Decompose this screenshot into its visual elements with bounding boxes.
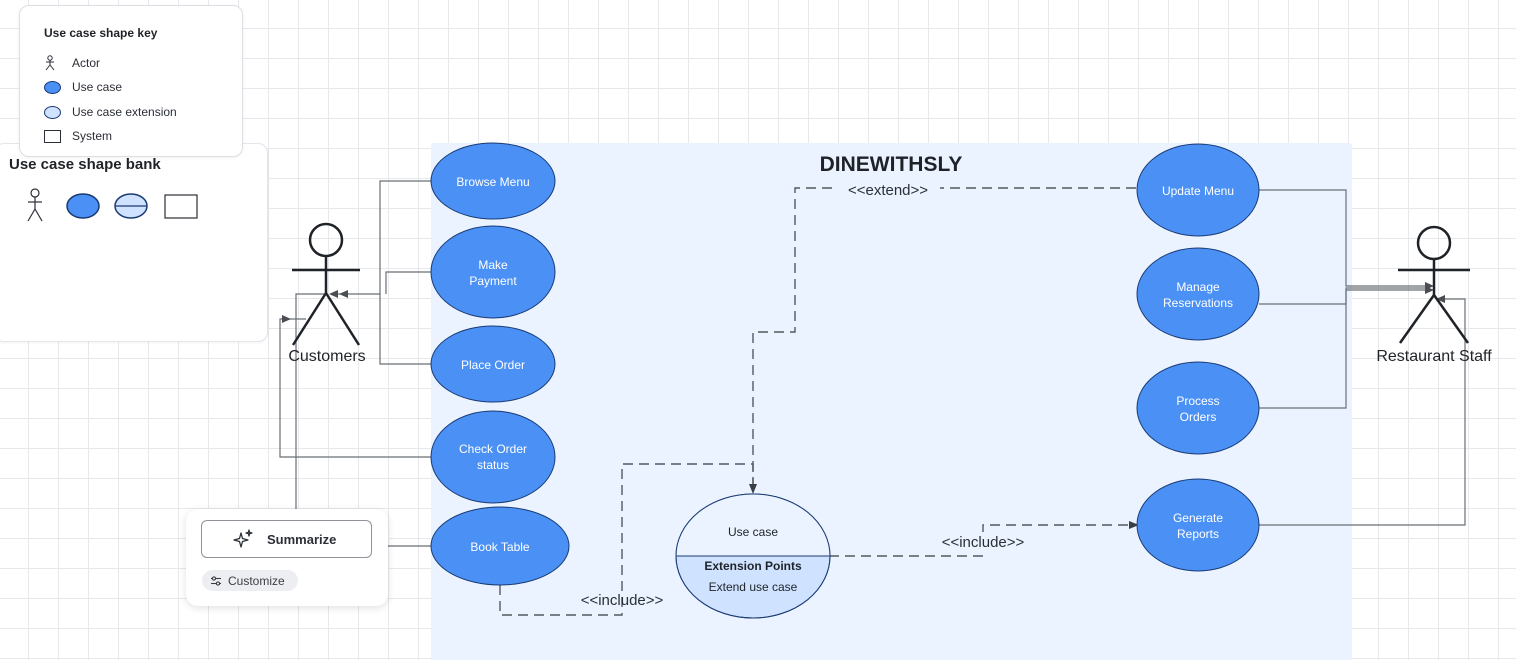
summarize-button[interactable]: Summarize — [201, 520, 372, 558]
use-case-extension-icon[interactable] — [113, 192, 149, 220]
use-case-place-order[interactable]: Place Order — [430, 325, 556, 403]
assoc-process-orders[interactable] — [1259, 289, 1428, 409]
actor-icon — [44, 55, 64, 71]
extension-point-item: Extend use case — [709, 580, 798, 594]
use-case-book-table[interactable]: Book Table — [430, 506, 570, 586]
actor-customers[interactable] — [291, 222, 361, 346]
sliders-icon — [211, 575, 221, 586]
actor-customers-label: Customers — [288, 348, 365, 365]
extend-label: <<extend>> — [848, 182, 928, 199]
assoc-make-payment[interactable] — [385, 271, 432, 294]
check-order-label-1: Check Order — [459, 442, 527, 456]
system-icon — [44, 128, 64, 144]
actor-icon[interactable] — [24, 188, 46, 224]
use-case-browse-menu[interactable]: Browse Menu — [430, 142, 556, 220]
assoc-browse-menu[interactable] — [337, 180, 432, 295]
use-case-extension[interactable]: Use case Extension Points Extend use cas… — [675, 493, 831, 619]
generate-reports-label-2: Reports — [1177, 527, 1219, 541]
use-case-generate-reports[interactable]: Generate Reports — [1136, 478, 1260, 572]
extension-points-header: Extension Points — [704, 559, 802, 573]
make-payment-label-1: Make — [478, 258, 508, 272]
extension-title: Use case — [728, 525, 778, 539]
include-bottom-label: <<include>> — [581, 592, 664, 609]
system-title: DINEWITHSLY — [820, 153, 963, 176]
use-case-icon — [44, 79, 64, 95]
assoc-generate-reports[interactable] — [1259, 298, 1466, 526]
system-boundary[interactable] — [431, 143, 1352, 660]
assoc-place-order[interactable] — [379, 294, 432, 365]
manage-reservations-label-2: Reservations — [1163, 296, 1233, 310]
shape-bank-title: Use case shape bank — [9, 156, 161, 173]
actor-icon — [1416, 225, 1452, 261]
make-payment-label-2: Payment — [469, 274, 517, 288]
include-right-label: <<include>> — [942, 534, 1025, 551]
use-case-check-order-status[interactable]: Check Order status — [430, 410, 556, 504]
legend-label-actor: Actor — [72, 56, 101, 70]
shape-key-title: Use case shape key — [44, 26, 158, 40]
include-bottom-relation[interactable] — [499, 463, 754, 616]
process-orders-label-2: Orders — [1180, 410, 1217, 424]
check-order-label-2: status — [477, 458, 509, 472]
summarize-label: Summarize — [267, 531, 337, 547]
legend-item-use-case-extension: Use case extension — [44, 103, 177, 121]
use-case-extension-icon — [44, 104, 64, 120]
assoc-check-order[interactable] — [279, 318, 432, 458]
system-icon[interactable] — [164, 194, 198, 219]
legend-item-use-case: Use case — [44, 78, 122, 96]
shape-key-panel: Use case shape key Actor Use case Use ca… — [19, 5, 243, 157]
generate-reports-label-1: Generate — [1173, 511, 1223, 525]
shape-bank-panel: Use case shape bank — [0, 143, 268, 342]
sparkle-icon — [233, 529, 253, 548]
legend-label-use-case: Use case — [72, 80, 123, 94]
legend-item-actor: Actor — [44, 54, 100, 72]
process-orders-label-1: Process — [1176, 394, 1219, 408]
customize-label: Customize — [228, 573, 285, 588]
browse-menu-label: Browse Menu — [456, 175, 529, 189]
connectors — [279, 180, 1466, 547]
use-case-update-menu[interactable]: Update Menu — [1136, 143, 1260, 237]
use-case-manage-reservations[interactable]: Manage Reservations — [1136, 247, 1260, 341]
use-case-make-payment[interactable]: Make Payment — [430, 225, 556, 319]
actor-arrowheads — [282, 282, 1445, 323]
place-order-label: Place Order — [461, 358, 525, 372]
legend-item-system: System — [44, 127, 112, 145]
manage-reservations-label-1: Manage — [1176, 280, 1220, 294]
actor-restaurant-staff-label: Restaurant Staff — [1376, 348, 1492, 365]
use-case-icon[interactable] — [65, 192, 101, 220]
book-table-label: Book Table — [470, 540, 529, 554]
legend-label-use-case-extension: Use case extension — [72, 105, 177, 119]
use-case-process-orders[interactable]: Process Orders — [1136, 361, 1260, 455]
update-menu-label: Update Menu — [1162, 184, 1234, 198]
customize-button[interactable]: Customize — [202, 570, 298, 591]
legend-label-system: System — [72, 129, 113, 143]
assoc-update-menu[interactable] — [1259, 189, 1428, 287]
dashed-arrowheads — [749, 484, 1139, 529]
actor-icon — [308, 222, 344, 258]
actor-restaurant-staff[interactable] — [1398, 225, 1470, 344]
summarize-widget: Summarize Customize — [186, 509, 388, 606]
